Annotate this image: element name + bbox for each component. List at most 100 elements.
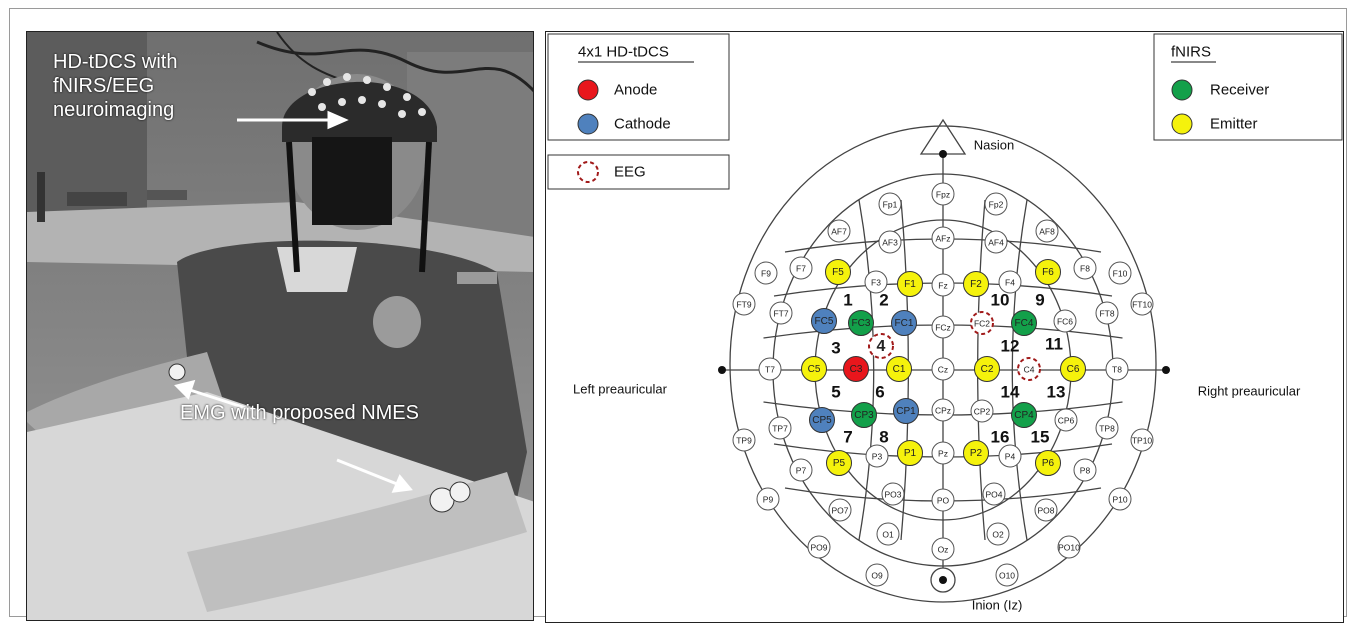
electrode-c1-marker [886, 356, 912, 382]
electrode-po9-label: PO9 [810, 543, 827, 553]
electrode-cp5-label: CP5 [812, 415, 832, 426]
electrode-f8-label: F8 [1080, 264, 1090, 274]
electrode-c6-label: C6 [1067, 364, 1080, 375]
electrode-fc4-label: FC4 [1015, 318, 1034, 329]
electrode-cp6-label: CP6 [1058, 416, 1075, 426]
channel-12-label: 12 [1001, 337, 1020, 356]
electrode-f7-marker [789, 256, 813, 280]
electrode-ft7-label: FT7 [773, 309, 788, 319]
electrode-ft9-marker [732, 292, 756, 316]
electrode-p9-label: P9 [763, 495, 774, 505]
electrode-f5-label: F5 [832, 267, 844, 278]
electrode-o9-marker [865, 563, 889, 587]
electrode-cp1-label: CP1 [896, 406, 916, 417]
electrode-po-label: PO [937, 496, 950, 506]
electrode-af3-label: AF3 [882, 238, 898, 248]
electrode-o2-label: O2 [992, 530, 1004, 540]
electrode-cz-marker [931, 357, 955, 381]
electrode-c6-marker [1060, 356, 1086, 382]
right-preauricular-label: Right preauricular [1198, 384, 1301, 399]
electrode-tp7-marker [768, 416, 792, 440]
electrode-cp2-label: CP2 [974, 407, 991, 417]
electrode-fc1-label: FC1 [895, 318, 914, 329]
inion-label: Inion (Iz) [972, 598, 1023, 613]
arrow-to-right-arm [336, 458, 413, 493]
electrode-o9-label: O9 [871, 571, 883, 581]
channel-7-label: 7 [843, 428, 852, 447]
electrode-p9-marker [756, 487, 780, 511]
electrode-afz-marker [931, 226, 955, 250]
channel-15-label: 15 [1031, 428, 1050, 447]
electrode-oz-marker [931, 537, 955, 561]
legend-receiver-swatch [1171, 79, 1193, 101]
channel-11-label: 11 [1045, 335, 1063, 354]
electrode-f3-label: F3 [871, 278, 881, 288]
electrode-po3-marker [881, 482, 905, 506]
electrode-c3-marker [843, 356, 869, 382]
electrode-fc2-marker [970, 311, 994, 335]
electrode-p2-marker [963, 440, 989, 466]
electrode-afz-label: AFz [935, 234, 950, 244]
electrode-tp8-label: TP8 [1099, 424, 1115, 434]
photo-label-line1: HD-tDCS with [53, 51, 178, 73]
electrode-c2-label: C2 [981, 364, 994, 375]
electrode-cp1-marker [893, 398, 919, 424]
electrode-af8-marker [1035, 219, 1059, 243]
channel-14-label: 14 [1001, 383, 1020, 402]
electrode-f8-marker [1073, 256, 1097, 280]
electrode-po8-label: PO8 [1037, 506, 1054, 516]
electrode-p7-marker [789, 458, 813, 482]
electrode-p2-label: P2 [970, 448, 983, 459]
legend-cathode-label: Cathode [614, 116, 671, 133]
electrode-ft8-label: FT8 [1099, 309, 1114, 319]
electrode-po4-marker [982, 482, 1006, 506]
electrode-p4-label: P4 [1005, 452, 1016, 462]
electrode-o1-label: O1 [882, 530, 894, 540]
electrode-cp4-marker [1011, 402, 1037, 428]
photo-illustration [27, 32, 533, 620]
right-preauricular-point [1162, 366, 1170, 374]
electrode-f5-marker [825, 259, 851, 285]
electrode-c5-label: C5 [808, 364, 821, 375]
electrode-f4-label: F4 [1005, 278, 1015, 288]
electrode-cp2-marker [970, 399, 994, 423]
electrode-fc4-marker [1011, 310, 1037, 336]
channel-10-label: 10 [991, 291, 1010, 310]
electrode-p3-label: P3 [872, 452, 883, 462]
electrode-po7-marker [828, 498, 852, 522]
electrode-po10-marker [1057, 535, 1081, 559]
channel-6-label: 6 [875, 383, 884, 402]
electrode-fc2-label: FC2 [974, 319, 990, 329]
electrode-c4-marker [1017, 357, 1041, 381]
channel-16-label: 16 [991, 428, 1010, 447]
electrode-oz-label: Oz [938, 545, 949, 555]
electrode-po10-label: PO10 [1058, 543, 1080, 553]
electrode-cpz-marker [931, 398, 955, 422]
arrow-to-cap [237, 110, 349, 130]
electrode-fc6-marker [1053, 309, 1077, 333]
electrode-tp10-label: TP10 [1132, 436, 1153, 446]
channel-2-label: 2 [879, 291, 888, 310]
electrode-p10-marker [1108, 487, 1132, 511]
electrode-f10-marker [1108, 261, 1132, 285]
electrode-p6-marker [1035, 450, 1061, 476]
electrode-c4-label: C4 [1024, 365, 1035, 375]
legend-eeg-swatch [577, 161, 599, 183]
electrode-c3-label: C3 [850, 364, 863, 375]
electrode-af4-marker [984, 230, 1008, 254]
subject-photo: HD-tDCS with fNIRS/EEG neuroimaging EMG … [26, 31, 534, 621]
electrode-fcz-marker [931, 315, 955, 339]
legend-receiver-label: Receiver [1210, 82, 1269, 99]
electrode-fp2-label: Fp2 [989, 200, 1004, 210]
electrode-po3-label: PO3 [884, 490, 901, 500]
electrode-f2-marker [963, 271, 989, 297]
nasion-point [939, 150, 947, 158]
electrode-fz-label: Fz [938, 281, 947, 291]
electrode-t7-label: T7 [765, 365, 775, 375]
electrode-fcz-label: FCz [935, 323, 951, 333]
electrode-cp3-marker [851, 402, 877, 428]
electrode-cz-label: Cz [938, 365, 948, 375]
electrode-cpz-label: CPz [935, 406, 951, 416]
electrode-po-marker [931, 488, 955, 512]
